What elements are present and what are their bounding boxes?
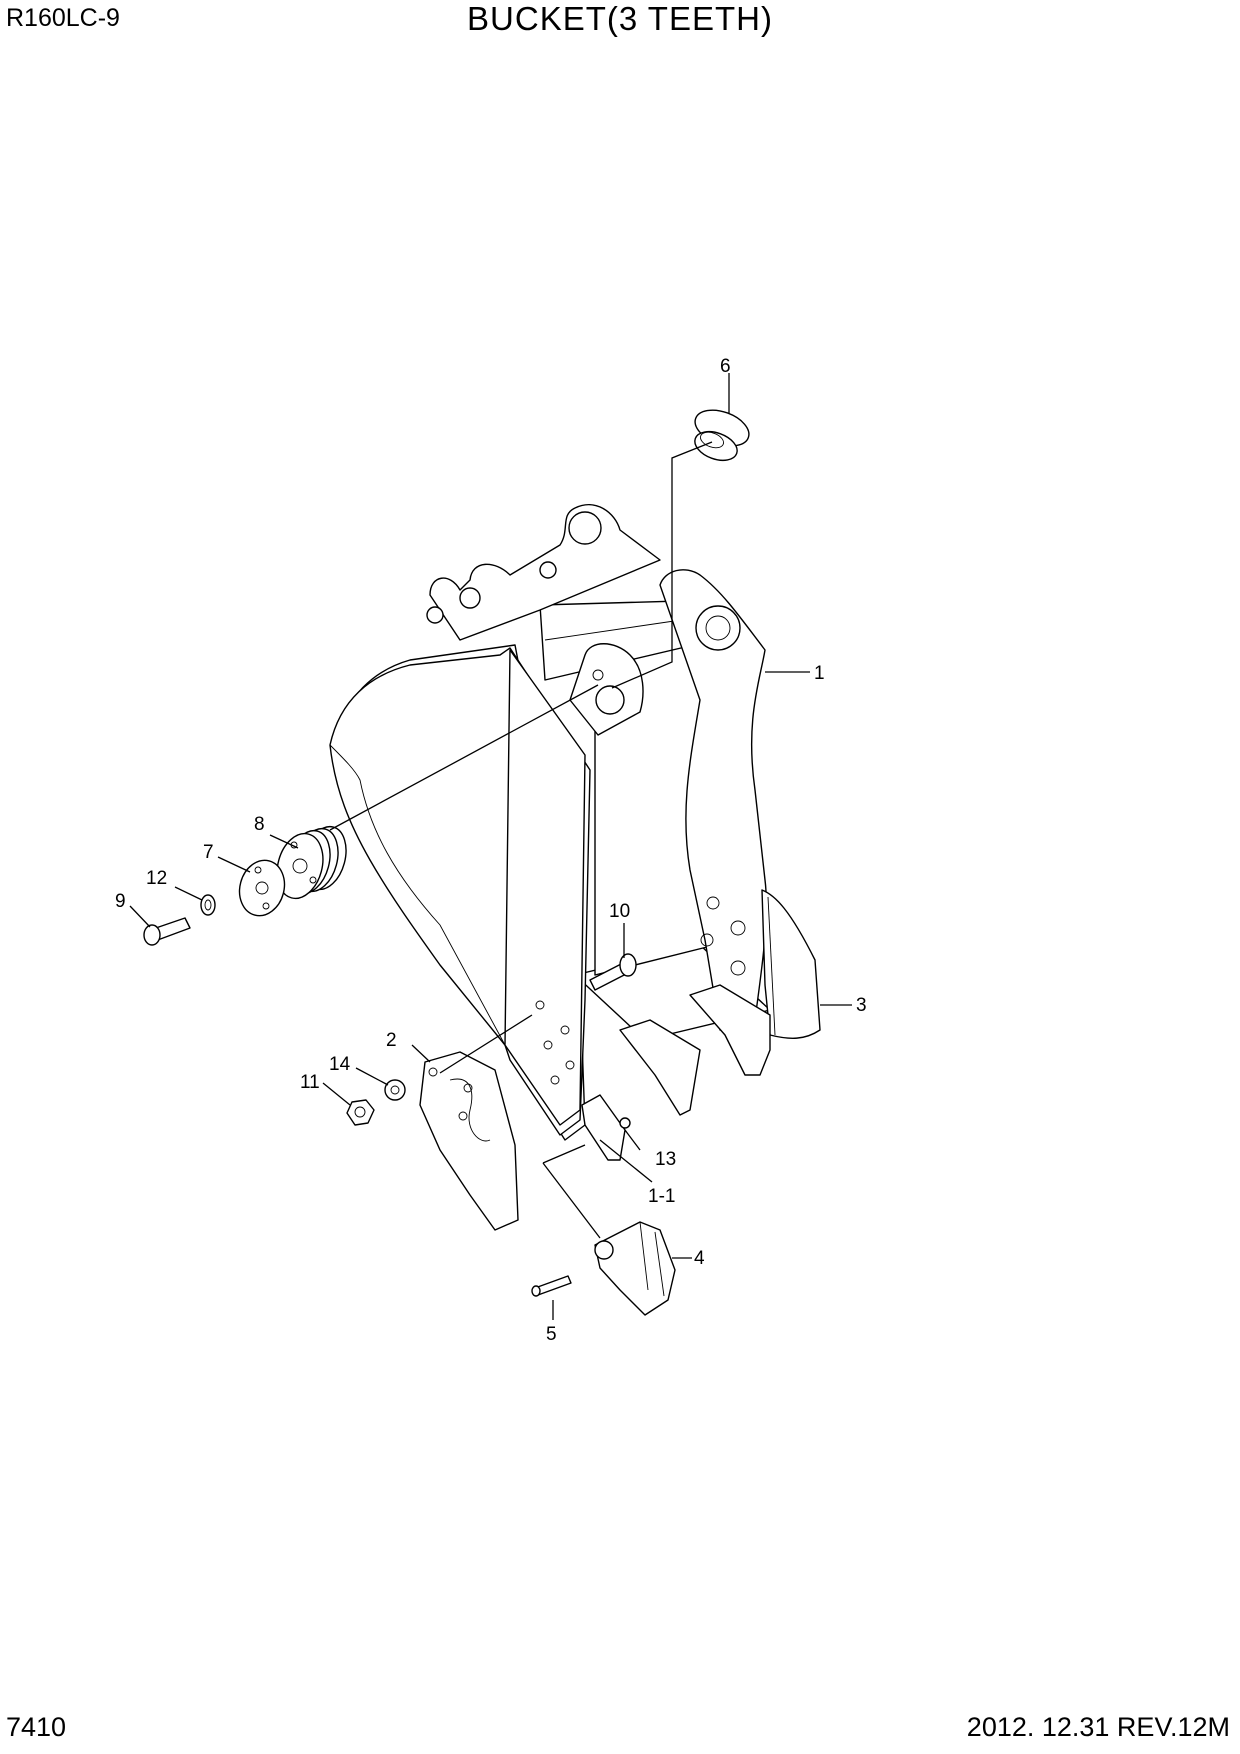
callout-12: 12 xyxy=(146,868,167,889)
callout-3: 3 xyxy=(856,995,867,1016)
revision-date: 2012. 12.31 REV.12M xyxy=(966,1712,1230,1742)
model-label: R160LC-9 xyxy=(6,4,120,32)
callout-5: 5 xyxy=(546,1324,557,1345)
part-7-plate xyxy=(238,859,286,917)
part-11-nut xyxy=(346,1099,375,1126)
callout-1: 1 xyxy=(814,663,825,684)
part-13-lock xyxy=(619,1117,631,1129)
callout-10: 10 xyxy=(609,901,630,922)
part-4-tooth xyxy=(594,1221,676,1316)
callout-labels: 6 1 3 2 14 11 10 8 7 12 9 13 1-1 4 5 xyxy=(115,356,867,1345)
callout-6: 6 xyxy=(720,356,731,377)
callout-1-1: 1-1 xyxy=(648,1186,675,1207)
callout-14: 14 xyxy=(329,1054,351,1075)
part-6-bushing xyxy=(694,409,750,462)
part-8-shims xyxy=(276,825,347,900)
leader-lines xyxy=(129,373,852,1320)
part-9-bolt xyxy=(143,917,191,946)
part-2-side-cutter xyxy=(419,1051,519,1231)
callout-8: 8 xyxy=(254,814,265,835)
part-10-bolt xyxy=(589,953,637,991)
page-number: 7410 xyxy=(6,1712,67,1742)
callout-2: 2 xyxy=(386,1030,397,1051)
callout-7: 7 xyxy=(203,842,214,863)
callout-13: 13 xyxy=(655,1149,676,1170)
page-title: BUCKET(3 TEETH) xyxy=(467,0,773,37)
callout-4: 4 xyxy=(694,1248,705,1269)
part-12-washer xyxy=(200,894,216,916)
callout-9: 9 xyxy=(115,891,126,912)
assembly-lines xyxy=(329,441,713,1239)
part-14-washer xyxy=(384,1079,406,1101)
part-5-pin xyxy=(531,1275,572,1297)
callout-11: 11 xyxy=(300,1072,320,1093)
bucket-body xyxy=(329,503,821,1161)
